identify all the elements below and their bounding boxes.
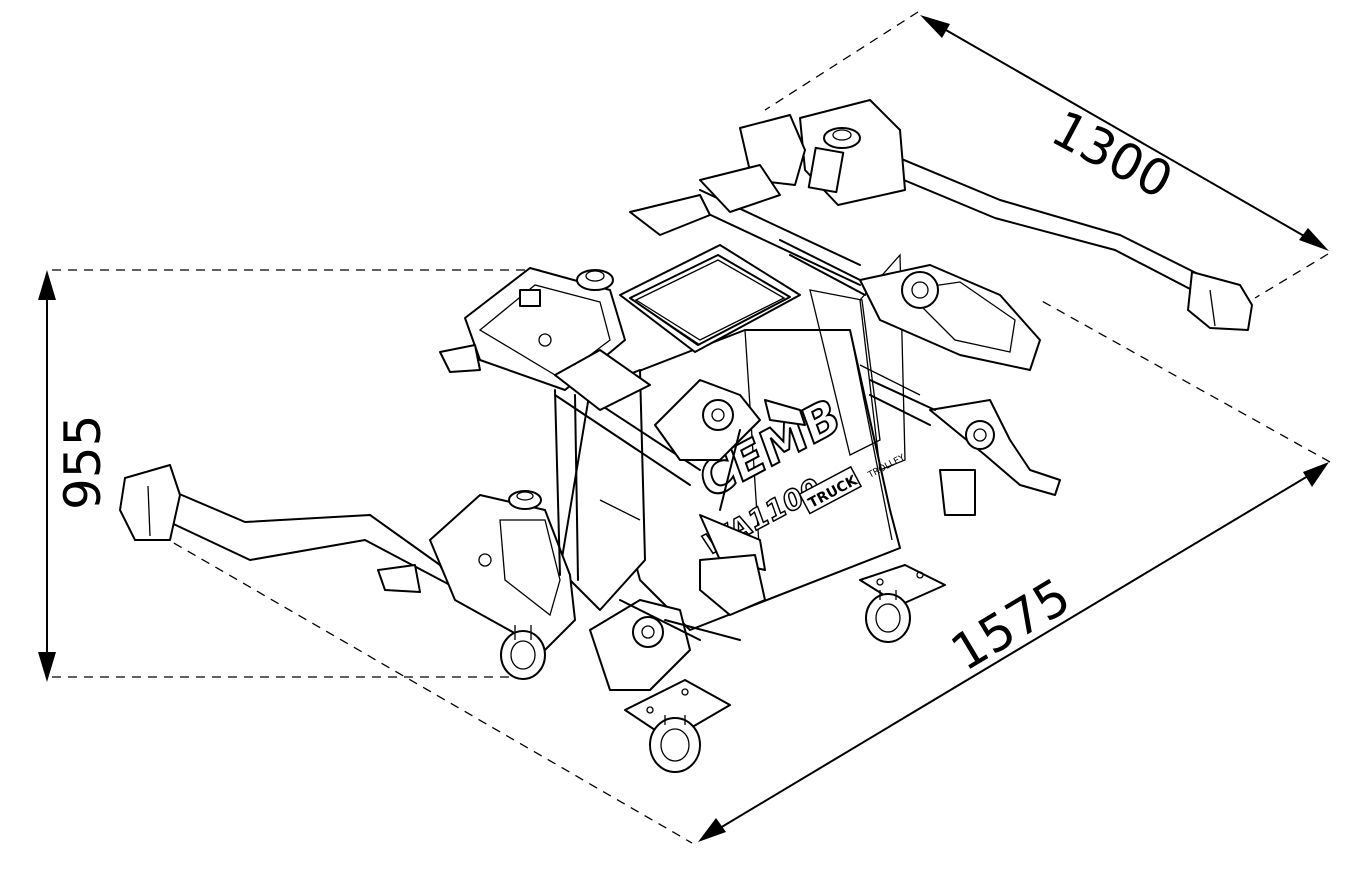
caster-front [649,715,701,773]
right-wheel-clamp [869,379,1061,516]
caster-rear [865,590,911,643]
height-dimension-line [38,270,56,682]
width-dimension-line [920,15,1329,251]
upper-left-head [439,267,701,486]
height-label: 955 [54,415,112,510]
upper-right-head [629,164,1041,371]
front-left-arm [119,464,451,586]
lower-left-head [377,490,576,651]
frame-tubes [554,239,921,641]
width-label: 1300 [1042,99,1182,210]
base-plates [624,564,946,741]
caster-front-left [500,625,546,680]
length-label: 1575 [941,567,1080,682]
monitor-tray [619,244,801,353]
length-dimension-line [698,462,1329,842]
dimension-guides [38,11,1331,844]
cabinet-body [559,253,906,631]
center-wheel-clamp [654,379,806,511]
trolley-drawing: CEMB WA1100 TRUCK TROLLEY [119,99,1253,773]
caster-wheels [500,590,911,773]
